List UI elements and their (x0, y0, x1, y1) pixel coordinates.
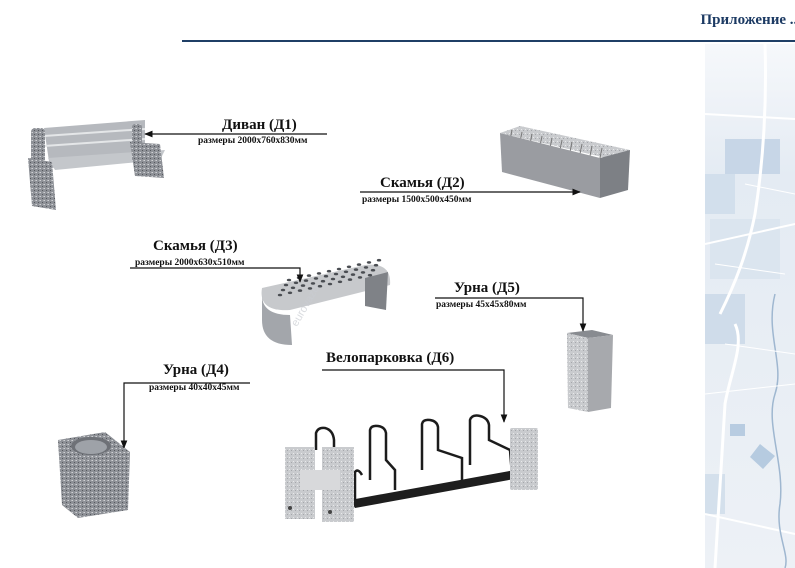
leader-line-d6 (322, 369, 508, 423)
perforation-hole (360, 271, 366, 274)
perforation-hole (286, 278, 292, 282)
bike-rack-d6-illustration (285, 414, 538, 522)
map-background (705, 44, 795, 568)
perforation-hole (347, 278, 353, 281)
item-d4-dims: размеры 40х40х45мм (149, 383, 240, 393)
perforation-hole (336, 267, 342, 271)
perforation-hole (320, 279, 326, 283)
perforation-hole (366, 261, 372, 264)
leader-line-d5 (435, 297, 587, 332)
item-d1-dims: размеры 2000х760х830мм (198, 136, 308, 146)
perforation-hole (307, 287, 313, 290)
perforation-hole (373, 263, 379, 267)
perforation-hole (310, 282, 316, 285)
perforation-hole (303, 279, 309, 282)
perforation-hole (370, 268, 376, 272)
item-d3-name: Скамья (Д3) (153, 238, 238, 254)
perforation-hole (333, 272, 339, 276)
perforation-hole (376, 258, 382, 262)
item-d1-name: Диван (Д1) (222, 117, 297, 133)
item-d5-dims: размеры 45х45х80мм (436, 300, 527, 310)
bench-d1-illustration (28, 120, 165, 210)
perforation-hole (316, 272, 322, 275)
perforation-hole (300, 284, 306, 287)
perforation-hole (363, 266, 369, 269)
perforation-hole (326, 269, 332, 273)
item-d1-label: Диван (Д1) размеры 2000х760х830мм (198, 117, 307, 147)
perforation-hole (290, 286, 296, 290)
perforation-hole (323, 274, 329, 278)
item-d2-name: Скамья (Д2) (380, 175, 465, 191)
item-d4-name: Урна (Д4) (163, 362, 229, 378)
perforation-hole (287, 291, 293, 295)
perforation-hole (367, 273, 373, 277)
bench-d2-illustration (500, 126, 630, 198)
leader-line-d3 (130, 267, 304, 283)
perforation-hole (350, 273, 356, 276)
item-d6-name: Велопарковка (Д6) (326, 350, 455, 366)
item-d5-name: Урна (Д5) (454, 280, 520, 296)
leader-line-d4 (120, 382, 250, 449)
perforation-hole (277, 293, 283, 297)
item-d2-dims: размеры 1500х500х450мм (362, 195, 472, 205)
perforation-hole (293, 281, 299, 285)
urn-d4-illustration (58, 432, 130, 518)
perforation-hole (356, 263, 362, 266)
header-divider (182, 40, 795, 42)
perforation-hole (280, 288, 286, 292)
perforation-hole (337, 280, 343, 284)
perforation-hole (340, 275, 346, 279)
perforation-hole (343, 270, 349, 274)
item-d3-label: Скамья (Д3) размеры 2000х630х510мм (135, 238, 244, 269)
perforation-hole (297, 289, 303, 292)
perforation-hole (330, 277, 336, 281)
urn-d5-illustration (567, 330, 613, 412)
bench-d3-illustration (261, 258, 391, 345)
perforation-hole (306, 274, 312, 277)
perforation-hole (317, 284, 323, 288)
perforation-hole (313, 277, 319, 280)
perforation-hole (353, 268, 359, 271)
item-d2-label: Скамья (Д2) размеры 1500х500х450мм (362, 175, 471, 206)
perforation-hole (327, 282, 333, 286)
item-d4-label: Урна (Д4) размеры 40х40х45мм (149, 362, 239, 394)
perforation-hole (283, 283, 289, 287)
page-title: Приложение ... (700, 12, 795, 28)
item-d5-label: Урна (Д5) размеры 45х45х80мм (436, 280, 526, 311)
item-d3-dims: размеры 2000х630х510мм (135, 258, 245, 268)
perforation-hole (346, 265, 352, 269)
item-d6-label: Велопарковка (Д6) (326, 350, 454, 366)
perforation-hole (357, 276, 363, 279)
